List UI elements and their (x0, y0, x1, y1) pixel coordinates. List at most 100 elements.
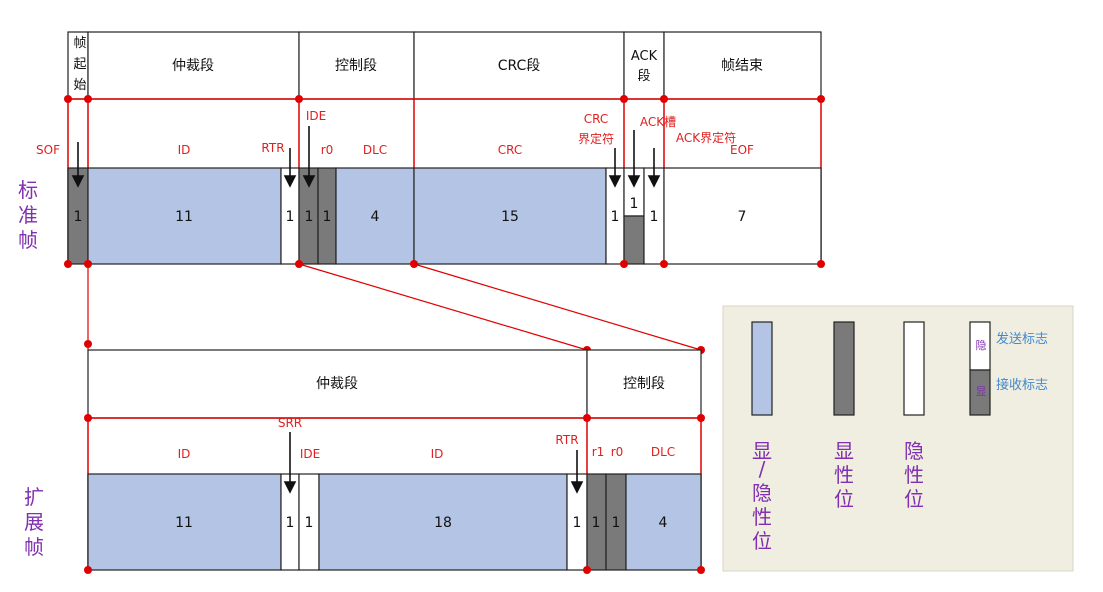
ext-seg-arbitration-box (87, 349, 588, 419)
ext-row-char-3: 帧 (24, 535, 44, 559)
ext-count-dlc: 4 (659, 515, 668, 531)
ext-count-id-base: 11 (175, 515, 193, 531)
ext-label-dlc: DLC (651, 445, 675, 459)
legend-label-recessive: 隐 性 位 (904, 439, 924, 511)
std-field-eof (663, 167, 822, 265)
ext-label-srr: SRR (278, 416, 302, 430)
standard-segment-header (67, 31, 822, 100)
ext-count-ide: 1 (305, 515, 314, 531)
legend-r-char-3: 位 (904, 487, 924, 511)
standard-red-dots (64, 95, 825, 268)
extended-bit-fields (87, 473, 702, 571)
legend-d-char-3: 位 (834, 487, 854, 511)
legend-r-char-1: 隐 (904, 439, 924, 463)
std-count-rtr: 1 (286, 209, 295, 225)
ext-seg-control-label: 控制段 (623, 376, 665, 392)
arrow-ide (302, 175, 316, 188)
connector-lines (87, 263, 702, 351)
arrow-srr (283, 481, 297, 494)
extended-segment-header (87, 349, 702, 419)
seg-sof-char-2: 起 (73, 57, 86, 72)
std-label-crc-delim-2: 界定符 (578, 131, 614, 146)
ext-seg-arbitration-label: 仲裁段 (316, 376, 358, 392)
ext-label-id-base: ID (178, 447, 191, 461)
std-count-ack-slot: 1 (630, 196, 639, 212)
extended-bit-count-text: 11 1 1 18 1 1 1 4 (175, 515, 667, 531)
extended-field-labels: ID SRR IDE ID RTR r1 r0 DLC (178, 416, 676, 461)
std-count-id: 11 (175, 209, 193, 225)
legend-label-dominant-recessive: 显 / 隐 性 位 (752, 439, 772, 553)
seg-end-label: 帧结束 (721, 58, 763, 74)
std-field-dlc (335, 167, 415, 265)
legend-dr-char-4: 性 (752, 505, 772, 529)
seg-crc-box (413, 31, 625, 100)
legend-dr-char-3: 隐 (752, 481, 772, 505)
ext-label-rtr: RTR (555, 433, 578, 447)
standard-row-label: 标 准 帧 (18, 178, 38, 252)
std-row-char-1: 标 (18, 178, 38, 202)
seg-ack-label-2: 段 (637, 69, 650, 84)
legend-swatch-dominant-recessive (751, 321, 773, 416)
ext-count-r0: 1 (612, 515, 621, 531)
standard-frame: 帧 起 始 仲裁段 控制段 CRC段 ACK 段 帧结束 (18, 31, 825, 268)
legend-r-char-2: 性 (904, 463, 924, 487)
legend-d-char-2: 性 (834, 463, 854, 487)
ext-label-ide: IDE (300, 447, 320, 461)
std-count-sof: 1 (74, 209, 83, 225)
standard-field-labels: SOF ID RTR IDE r0 DLC CRC CRC 界定符 ACK槽 A… (36, 109, 754, 157)
std-field-crc (413, 167, 607, 265)
std-count-ack-delim: 1 (650, 209, 659, 225)
ext-seg-control-box (586, 349, 702, 419)
ext-label-r0: r0 (611, 445, 624, 459)
std-label-r0: r0 (321, 143, 334, 157)
seg-arbitration-label: 仲裁段 (172, 58, 214, 74)
ext-field-dlc (625, 473, 702, 571)
legend-d-char-1: 显 (834, 439, 854, 463)
std-count-dlc: 4 (371, 209, 380, 225)
seg-control-box (298, 31, 415, 100)
legend-send-receive-sample: 隐 显 (969, 321, 991, 416)
ext-row-char-1: 扩 (24, 485, 44, 509)
seg-arbitration-box (87, 31, 300, 100)
seg-control-label: 控制段 (335, 58, 377, 74)
seg-sof-char-1: 帧 (73, 36, 86, 51)
legend-dr-char-2: / (759, 457, 766, 481)
extended-row-label: 扩 展 帧 (24, 485, 44, 559)
legend-sample-receive-box (969, 369, 991, 416)
std-label-rtr: RTR (261, 141, 284, 155)
arrow-crc-delim (608, 175, 622, 188)
std-label-ack-delim: ACK界定符 (676, 130, 736, 145)
std-row-char-2: 准 (18, 203, 38, 227)
ext-count-id-ext: 18 (434, 515, 452, 531)
standard-bit-count-text: 1 11 1 1 1 4 15 1 1 1 7 (74, 196, 747, 225)
extended-arrows (283, 432, 584, 494)
standard-segment-text: 帧 起 始 仲裁段 控制段 CRC段 ACK 段 帧结束 (73, 36, 763, 93)
legend-receive-flag: 接收标志 (996, 377, 1048, 393)
std-label-eof: EOF (730, 143, 754, 157)
ext-count-srr: 1 (286, 515, 295, 531)
std-label-dlc: DLC (363, 143, 387, 157)
seg-ack-box (623, 31, 665, 100)
ext-field-id-base (87, 473, 282, 571)
legend: 隐 显 发送标志 接收标志 显 / 隐 性 位 显 性 位 隐 性 位 (722, 305, 1074, 572)
std-label-ack-slot: ACK槽 (640, 115, 676, 129)
std-label-sof: SOF (36, 143, 60, 157)
std-label-crc: CRC (498, 143, 523, 157)
seg-crc-label: CRC段 (498, 58, 541, 74)
std-field-ack-slot-bottom (623, 215, 645, 265)
legend-sample-recessive-char: 隐 (976, 339, 987, 352)
ext-label-id-ext: ID (431, 447, 444, 461)
legend-sample-dominant-char: 显 (976, 385, 987, 398)
legend-dr-char-1: 显 (752, 439, 772, 463)
extended-segment-text: 仲裁段 控制段 (316, 376, 665, 392)
legend-send-flag: 发送标志 (996, 331, 1048, 347)
arrow-ext-rtr (570, 481, 584, 494)
arrow-ack-delim (647, 175, 661, 188)
ext-count-r1: 1 (592, 515, 601, 531)
std-count-crc: 15 (501, 209, 519, 225)
standard-arrows (71, 126, 661, 188)
arrow-sof (71, 175, 85, 188)
legend-label-dominant: 显 性 位 (834, 439, 854, 511)
std-count-crc-delim: 1 (611, 209, 620, 225)
